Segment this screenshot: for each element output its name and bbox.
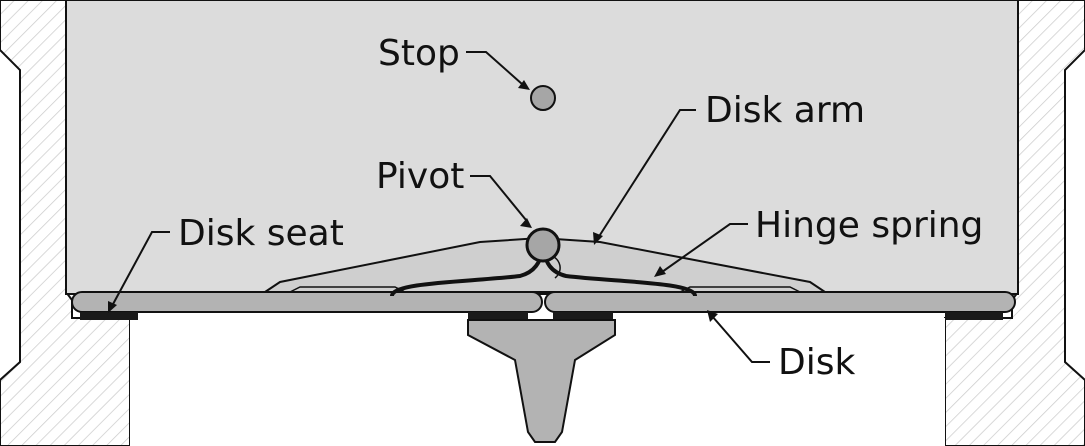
- disk-left: [71, 291, 543, 313]
- center-support: [467, 319, 616, 443]
- stop: [530, 85, 556, 111]
- disk-seats: [80, 312, 1003, 320]
- pivot: [525, 227, 561, 263]
- disk-arrowhead: [707, 310, 718, 322]
- disk-leader: [711, 315, 770, 363]
- disk-seat-center-left: [468, 312, 528, 320]
- pivot-leader: [470, 175, 527, 221]
- hinge-spring-leader: [661, 223, 748, 273]
- disk-seat-right: [945, 312, 1003, 320]
- disk-arm-leader: [597, 109, 696, 239]
- disk-seat-leader: [111, 231, 170, 307]
- label-disk: Disk: [778, 342, 855, 383]
- label-hinge-spring: Hinge spring: [755, 205, 983, 246]
- disk-seat-arrowhead: [108, 301, 117, 313]
- stop-arrowhead: [518, 80, 530, 90]
- hinge-spring-arrowhead: [654, 266, 666, 277]
- leader-lines: [108, 51, 770, 363]
- label-disk-arm: Disk arm: [705, 90, 865, 131]
- disks: [71, 291, 1016, 313]
- disk-arm: [261, 236, 829, 293]
- label-disk-seat: Disk seat: [178, 213, 344, 254]
- disk-right: [544, 291, 1016, 313]
- label-stop: Stop: [378, 33, 460, 74]
- stop-leader: [466, 51, 523, 85]
- disk-seat-center-right: [553, 312, 613, 320]
- labels: Stop Disk arm Pivot Disk seat Hinge spri…: [178, 33, 983, 383]
- disk-arm-arrowhead: [593, 232, 603, 245]
- label-pivot: Pivot: [376, 156, 464, 197]
- pivot-arrowhead: [520, 218, 532, 228]
- disk-seat-left: [80, 312, 138, 320]
